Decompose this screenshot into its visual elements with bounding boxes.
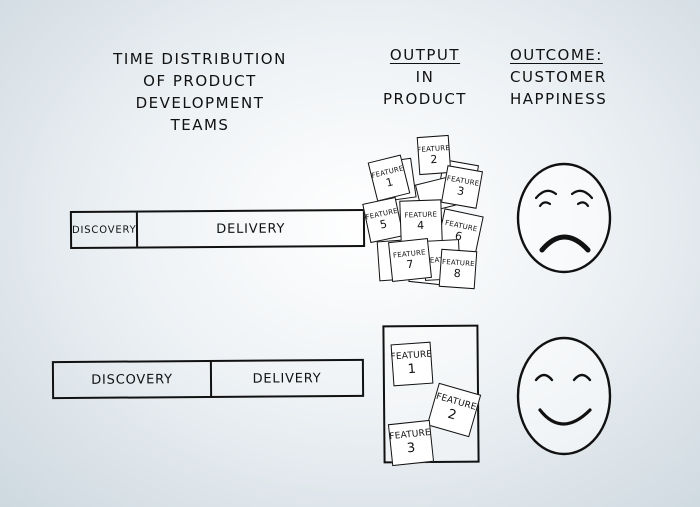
heading-line: IN	[415, 68, 435, 86]
heading-line: HAPPINESS	[510, 90, 608, 108]
feature-number: 8	[453, 266, 463, 280]
heading-line-underlined: OUTPUT	[389, 46, 461, 64]
feature-card: FEATURE 1	[390, 341, 434, 387]
discovery-segment: DISCOVERY	[91, 371, 173, 388]
outcome-heading: OUTCOME: CUSTOMER HAPPINESS	[510, 44, 620, 110]
feature-number: 7	[405, 257, 416, 271]
delivery-segment: DELIVERY	[136, 210, 364, 247]
heading-line-underlined: OUTCOME:	[510, 46, 603, 64]
feature-number: 5	[378, 216, 390, 232]
feature-number: 2	[429, 152, 439, 166]
heading-line: CUSTOMER	[510, 68, 607, 86]
feature-number: 1	[384, 174, 396, 190]
heading-line: TIME DISTRIBUTION	[113, 50, 287, 68]
feature-card: FEATURE 3	[387, 419, 435, 467]
feature-card: FEATURE 7	[388, 238, 432, 282]
feature-number: 1	[407, 361, 418, 378]
time-bar-row-1: DISCOVERY DELIVERY	[69, 208, 366, 250]
time-distribution-heading: TIME DISTRIBUTION OF PRODUCT DEVELOPMENT…	[80, 48, 320, 136]
delivery-segment: DELIVERY	[209, 360, 363, 396]
heading-line: TEAMS	[170, 116, 230, 134]
sad-face-icon	[516, 162, 612, 274]
feature-number: 2	[445, 406, 460, 424]
heading-line: PRODUCT	[383, 90, 467, 108]
feature-card: FEATURE 4	[399, 199, 443, 243]
discovery-segment: DISCOVERY	[71, 224, 137, 236]
feature-number: 4	[416, 218, 426, 232]
happy-face-icon	[516, 336, 612, 456]
feature-card: FEATURE 3	[440, 165, 484, 209]
output-heading: OUTPUT IN PRODUCT	[380, 44, 470, 110]
heading-line: OF PRODUCT DEVELOPMENT	[135, 72, 265, 112]
feature-number: 3	[406, 440, 417, 457]
time-bar-row-2: DISCOVERY DELIVERY	[51, 358, 365, 400]
feature-card: FEATURE 8	[438, 248, 478, 290]
feature-card: FEATURE 5	[362, 196, 404, 244]
feature-number: 3	[456, 183, 467, 199]
